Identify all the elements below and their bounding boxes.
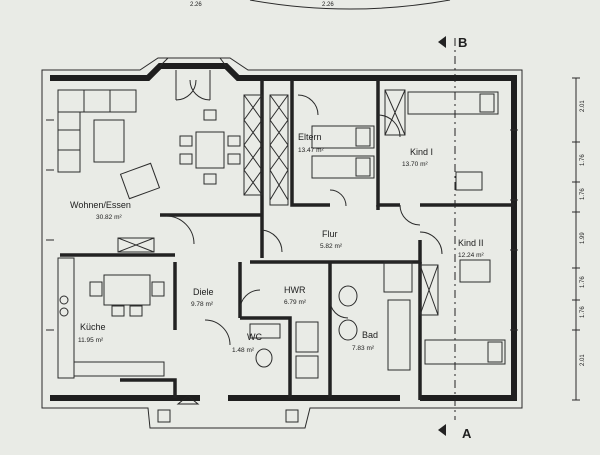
dim-right-3: 1.76 <box>580 188 586 200</box>
dim-right-5: 1.76 <box>580 276 586 288</box>
window-marks <box>510 129 518 331</box>
sanitary <box>249 261 413 379</box>
entrance-marker <box>176 395 200 405</box>
step-post <box>285 409 299 423</box>
room-name-diele: Diele <box>193 287 214 297</box>
room-area-kind2: 12.24 m² <box>458 252 484 259</box>
room-name-hwr: HWR <box>284 285 306 295</box>
dim-right-2: 1.76 <box>580 154 586 166</box>
section-label-top: B <box>458 35 467 50</box>
kitchen-furniture <box>57 257 165 379</box>
room-name-bad: Bad <box>362 330 378 340</box>
dim-right-1: 2.01 <box>580 100 586 112</box>
room-area-kind1: 13.70 m² <box>402 161 428 168</box>
room-area-wohnen: 30.82 m² <box>96 214 122 221</box>
wardrobes <box>243 89 439 316</box>
dim-top-1: 2.26 <box>190 2 202 8</box>
beds <box>311 91 506 365</box>
sheet-edge-arc <box>249 0 451 10</box>
dim-top-2: 2.26 <box>322 2 334 8</box>
room-area-kueche: 11.95 m² <box>78 337 104 344</box>
right-dimension-chain <box>572 77 580 401</box>
room-area-eltern: 13.47 m² <box>298 147 324 154</box>
room-name-wc: WC <box>247 332 262 342</box>
room-area-diele: 9.78 m² <box>191 301 214 308</box>
room-name-flur: Flur <box>322 229 338 239</box>
room-area-bad: 7.83 m² <box>352 345 375 352</box>
room-name-eltern: Eltern <box>298 132 322 142</box>
door-swings <box>165 70 443 346</box>
dim-right-7: 2.01 <box>580 354 586 366</box>
section-line <box>438 36 456 436</box>
dim-right-6: 1.76 <box>580 306 586 318</box>
dim-right-4: 1.99 <box>580 232 586 244</box>
room-area-flur: 5.82 m² <box>320 243 343 250</box>
window-marks-west <box>46 119 54 331</box>
plinth-outline <box>41 57 523 429</box>
bay-window <box>159 57 227 67</box>
room-area-wc: 1.48 m² <box>232 347 255 354</box>
living-furniture <box>57 89 241 253</box>
room-name-kind2: Kind II <box>458 238 484 248</box>
room-name-wohnen: Wohnen/Essen <box>70 200 131 210</box>
room-area-hwr: 6.79 m² <box>284 299 307 306</box>
section-label-bottom: A <box>462 426 472 441</box>
step-post <box>157 409 171 423</box>
room-name-kind1: Kind I <box>410 147 433 157</box>
exterior-wall <box>50 63 517 401</box>
room-name-kueche: Küche <box>80 322 106 332</box>
